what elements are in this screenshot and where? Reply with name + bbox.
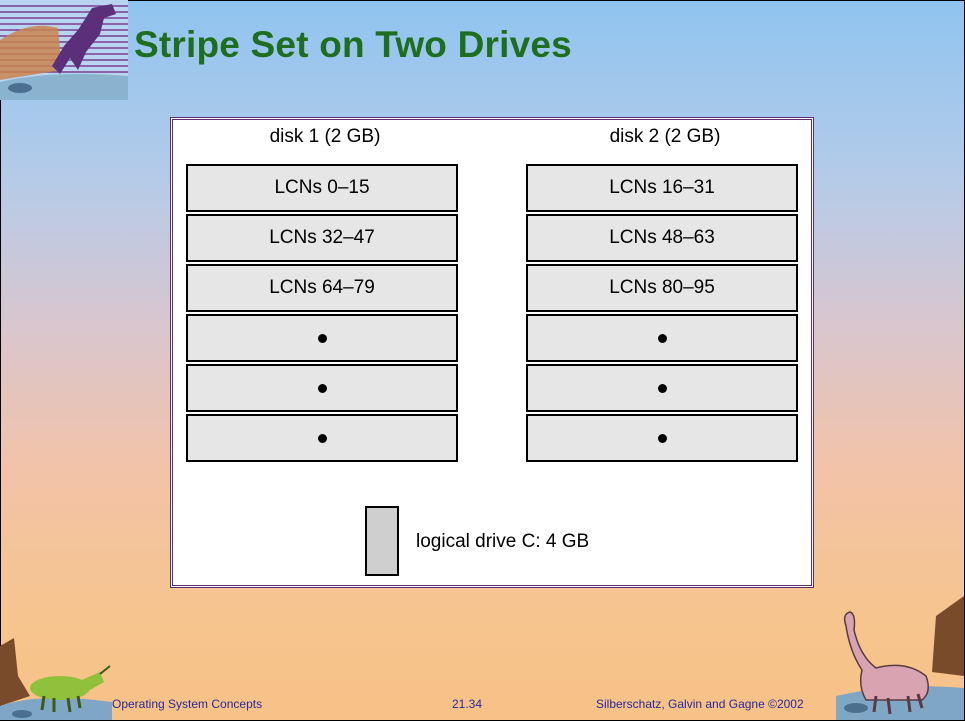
footer-right: Silberschatz, Galvin and Gagne ©2002: [596, 697, 804, 711]
block-label: LCNs 80–95: [609, 277, 715, 298]
disk2-block-ellipsis: [526, 314, 798, 362]
dinosaur-top-left: [0, 0, 128, 100]
slide-title: Stripe Set on Two Drives: [134, 24, 572, 65]
footer-left: Operating System Concepts: [112, 697, 263, 711]
disk1-block: LCNs 64–79: [186, 264, 458, 312]
block-label: LCNs 48–63: [609, 227, 715, 248]
legend-swatch: [365, 506, 399, 576]
disk1-title: disk 1 (2 GB): [269, 126, 381, 147]
disk1-block-ellipsis: [186, 314, 458, 362]
diagram-frame: disk 1 (2 GB) disk 2 (2 GB) LCNs 0–15 LC…: [170, 117, 814, 588]
ellipsis-dot: [657, 333, 667, 343]
disk2-block: LCNs 16–31: [526, 164, 798, 212]
ellipsis-dot: [317, 433, 327, 443]
ellipsis-dot: [317, 383, 327, 393]
footer-slide-number: 21.34: [452, 697, 483, 711]
ellipsis-dot: [317, 333, 327, 343]
disk1-block: LCNs 32–47: [186, 214, 458, 262]
disk1-block: LCNs 0–15: [186, 164, 458, 212]
disk1-block-ellipsis: [186, 364, 458, 412]
triceratops-bottom-left: [0, 638, 112, 720]
ellipsis-dot: [657, 433, 667, 443]
disk2-title: disk 2 (2 GB): [609, 126, 721, 147]
block-label: LCNs 64–79: [269, 277, 375, 298]
ellipsis-dot: [657, 383, 667, 393]
block-label: LCNs 32–47: [269, 227, 375, 248]
disk2-block: LCNs 80–95: [526, 264, 798, 312]
disk2-block: LCNs 48–63: [526, 214, 798, 262]
block-label: LCNs 0–15: [274, 177, 370, 198]
disk2-block-ellipsis: [526, 364, 798, 412]
brontosaurus-bottom-right: [836, 596, 964, 720]
disk1-block-ellipsis: [186, 414, 458, 462]
legend-label: logical drive C: 4 GB: [416, 531, 590, 552]
disk2-block-ellipsis: [526, 414, 798, 462]
block-label: LCNs 16–31: [609, 177, 715, 198]
